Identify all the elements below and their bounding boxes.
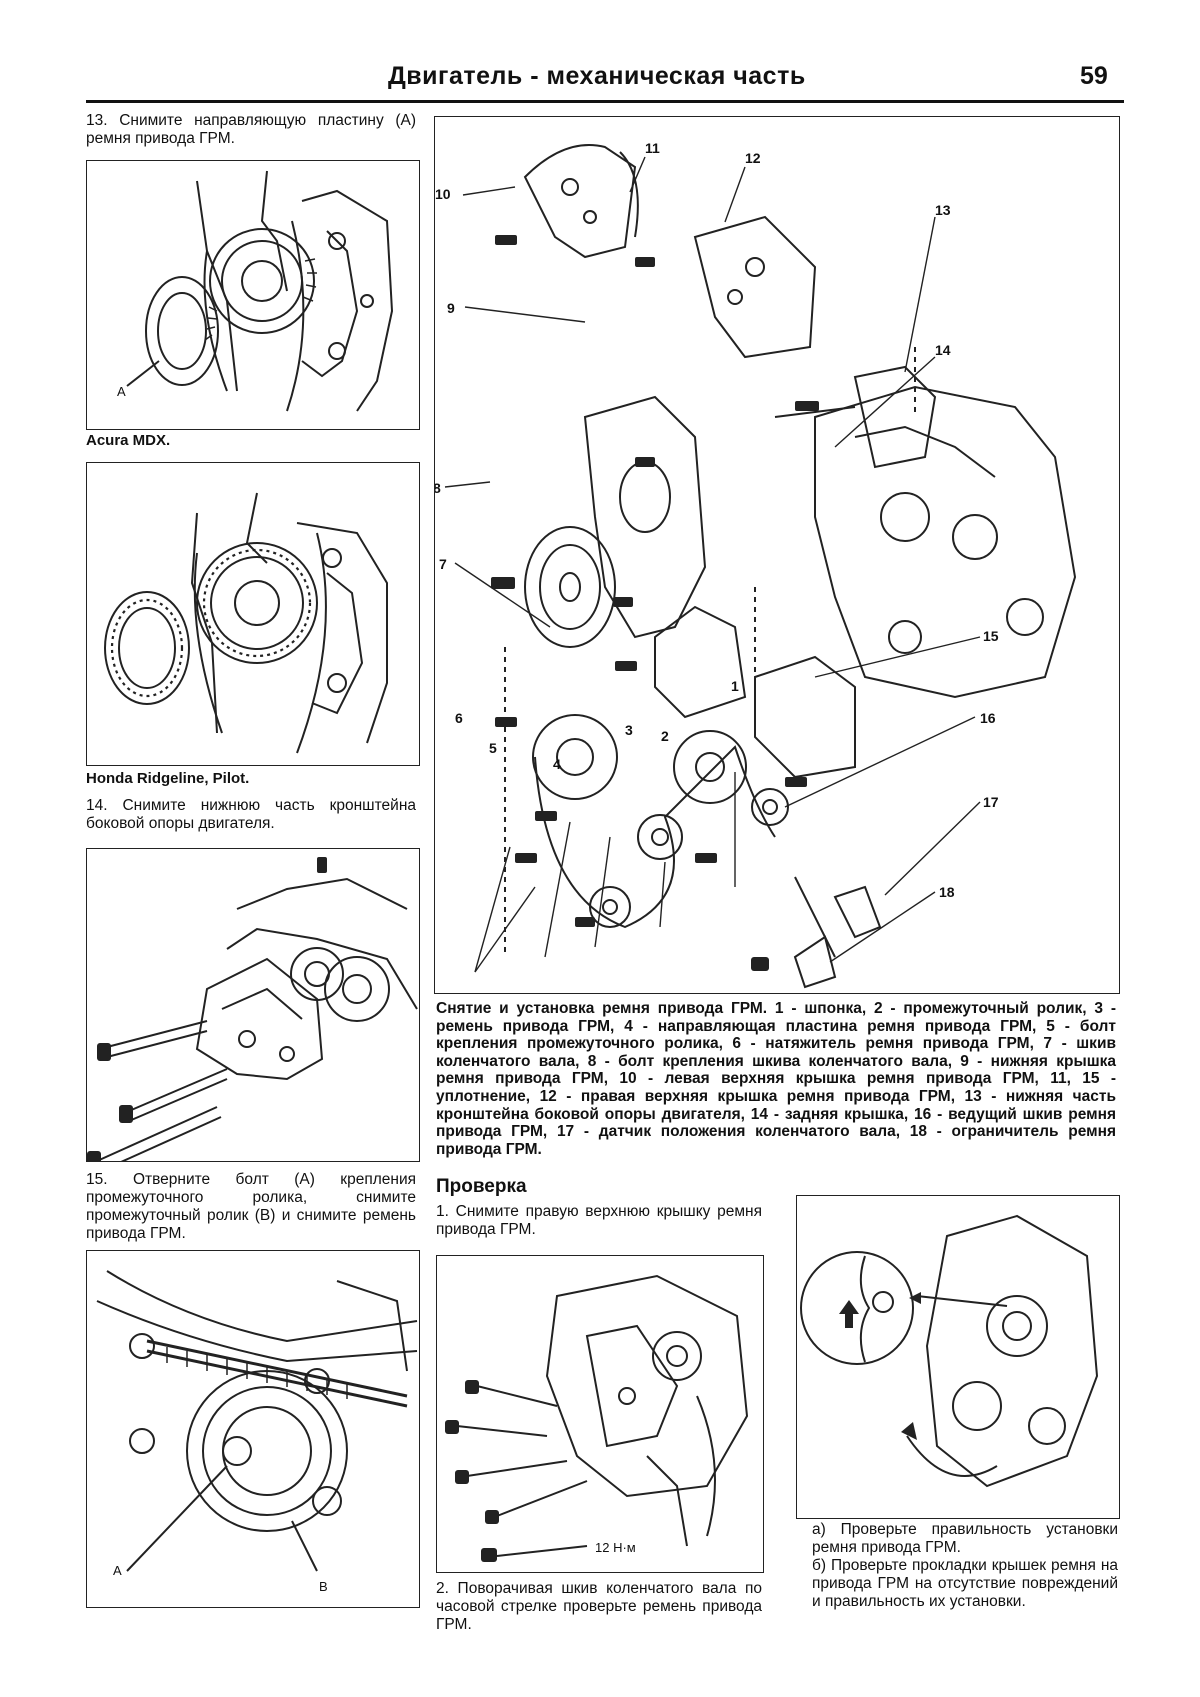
- callout-15: 15: [983, 628, 999, 644]
- callout-16: 16: [980, 710, 996, 726]
- header-rule: [86, 100, 1124, 103]
- callout-2: 2: [661, 728, 669, 744]
- caption-honda: Honda Ridgeline, Pilot.: [86, 770, 250, 787]
- callout-5: 5: [489, 740, 497, 756]
- figure-timing-mark-check: [796, 1195, 1120, 1519]
- note-a-text: а) Проверьте правильность установки ремн…: [812, 1521, 1118, 1556]
- caption-acura-mdx: Acura MDX.: [86, 432, 171, 449]
- honda-pulley-drawing: [104, 492, 388, 754]
- check-step-1-text: 1. Снимите правую верхнюю крышку ремня п…: [436, 1203, 762, 1238]
- callout-4: 4: [553, 756, 561, 772]
- section-heading-check: Проверка: [436, 1176, 527, 1197]
- note-b-text: б) Проверьте прокладки крышек ремня на п…: [812, 1557, 1118, 1610]
- step-14-text: 14. Снимите нижнюю часть кронштейна боко…: [86, 797, 416, 832]
- callout-7: 7: [439, 556, 447, 572]
- label-b: B: [319, 1579, 328, 1594]
- callout-10: 10: [435, 186, 451, 202]
- figure-honda-timing-pulley: [86, 462, 420, 766]
- idler-drawing: A B: [96, 1270, 418, 1594]
- figure-engine-mount-bracket: [86, 848, 420, 1162]
- page-title: Двигатель - механическая часть: [388, 62, 806, 90]
- label-a: A: [117, 384, 126, 399]
- callout-18: 18: [939, 884, 955, 900]
- step-15-text: 15. Отверните болт (А) крепления промежу…: [86, 1171, 416, 1242]
- timing-mark-drawing: [800, 1214, 1099, 1488]
- upper-cover-drawing: 12 Н·м: [445, 1274, 749, 1562]
- figure-right-upper-cover: 12 Н·м: [436, 1255, 764, 1573]
- check-step-2-text: 2. Поворачивая шкив коленчатого вала по …: [436, 1580, 762, 1633]
- callout-9: 9: [447, 300, 455, 316]
- callout-8: 8: [435, 480, 441, 496]
- callout-3: 3: [625, 722, 633, 738]
- page-number: 59: [1080, 62, 1108, 90]
- callout-6: 6: [455, 710, 463, 726]
- callout-12: 12: [745, 150, 761, 166]
- torque-label: 12 Н·м: [595, 1540, 636, 1555]
- bracket-drawing: [87, 857, 418, 1161]
- callout-11: 11: [645, 140, 660, 156]
- figure-idler-pulley: A B: [86, 1250, 420, 1608]
- figure-acura-timing-pulley: A: [86, 160, 420, 430]
- exploded-view-drawing: 10 11 12 13 14 9 8 7 15 16 17 18 1 2 3 4…: [435, 140, 1077, 989]
- callout-13: 13: [935, 202, 951, 218]
- label-a: A: [113, 1563, 122, 1578]
- step-13-text: 13. Снимите направляющую пластину (А) ре…: [86, 112, 416, 147]
- acura-pulley-drawing: A: [117, 170, 394, 412]
- callout-17: 17: [983, 794, 999, 810]
- callout-1: 1: [731, 678, 739, 694]
- figure-timing-belt-exploded-view: 10 11 12 13 14 9 8 7 15 16 17 18 1 2 3 4…: [434, 116, 1120, 994]
- callout-14: 14: [935, 342, 951, 358]
- main-figure-caption: Снятие и установка ремня привода ГРМ. 1 …: [436, 1000, 1116, 1158]
